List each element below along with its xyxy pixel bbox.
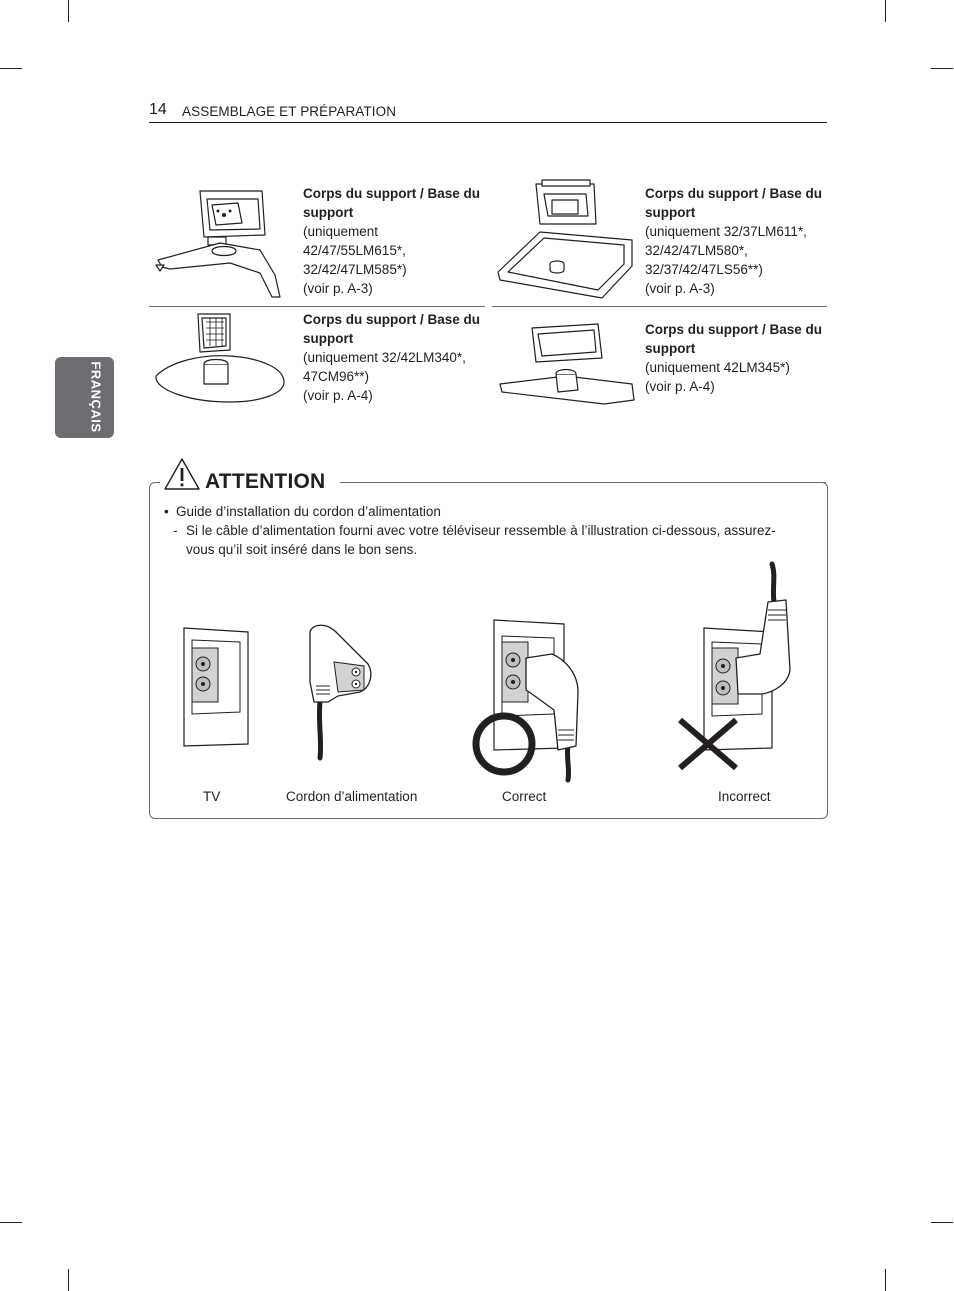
stand-illustration-2 [497, 179, 633, 299]
dash-marker: - [173, 523, 178, 538]
stand-models: (uniquement 32/42LM340*, [303, 350, 466, 365]
dash-text-line-2: vous qu’il soit inséré dans le bon sens. [186, 542, 418, 557]
crop-mark [68, 0, 69, 22]
dash-text-line-1: Si le câble d’alimentation fourni avec v… [186, 523, 776, 538]
page-number: 14 [149, 101, 167, 118]
crop-mark [931, 1222, 953, 1223]
stand-reference: (voir p. A-4) [645, 379, 715, 394]
stand-illustration-3 [155, 313, 285, 403]
stand-models: (uniquement 32/37LM611*, [645, 224, 807, 239]
stand-models: 32/37/42/47LS56**) [645, 262, 763, 277]
stand-description-3: Corps du support / Base du support (uniq… [303, 310, 483, 405]
tv-socket-illustration [183, 627, 249, 747]
language-tab: FRANÇAIS [55, 357, 114, 438]
crop-mark [885, 1269, 886, 1291]
stand-divider [492, 306, 827, 307]
language-label: FRANÇAIS [88, 361, 104, 433]
crop-mark [885, 0, 886, 22]
stand-description-2: Corps du support / Base du support (uniq… [645, 184, 825, 298]
stand-models: 32/42/47LM585*) [303, 262, 407, 277]
stand-divider [149, 306, 485, 307]
caption-power-cord: Cordon d’alimentation [286, 789, 418, 804]
warning-icon [164, 458, 200, 490]
caption-tv: TV [203, 789, 221, 804]
attention-title: ATTENTION [205, 470, 326, 493]
crop-mark [0, 1222, 22, 1223]
crop-mark [931, 68, 953, 69]
stand-description-1: Corps du support / Base du support (uniq… [303, 184, 483, 298]
stand-title: Corps du support / Base du support [645, 186, 823, 220]
crop-mark [68, 1269, 69, 1291]
stand-title: Corps du support / Base du support [645, 322, 823, 356]
stand-models: 32/42/47LM580*, [645, 243, 748, 258]
stand-reference: (voir p. A-3) [645, 281, 715, 296]
stand-models: (uniquement [303, 224, 379, 239]
stand-title: Corps du support / Base du support [303, 186, 481, 220]
caption-incorrect: Incorrect [718, 789, 771, 804]
bullet-dot: • [164, 504, 169, 519]
stand-illustration-4 [499, 323, 635, 405]
stand-models: 47CM96**) [303, 369, 370, 384]
power-cord-illustration [309, 624, 372, 761]
incorrect-illustration [678, 561, 791, 771]
crop-mark [0, 68, 22, 69]
bullet-text: Guide d’installation du cordon d’aliment… [176, 504, 441, 519]
stand-illustration-1 [155, 190, 281, 298]
correct-illustration [472, 619, 579, 783]
page-header: 14 ASSEMBLAGE ET PRÉPARATION [149, 100, 827, 123]
attention-rule [342, 482, 826, 483]
section-title: ASSEMBLAGE ET PRÉPARATION [182, 104, 397, 119]
stand-models: (uniquement 42LM345*) [645, 360, 790, 375]
stand-models: 42/47/55LM615*, [303, 243, 406, 258]
stand-description-4: Corps du support / Base du support (uniq… [645, 320, 825, 396]
stand-title: Corps du support / Base du support [303, 312, 481, 346]
stand-reference: (voir p. A-4) [303, 388, 373, 403]
caption-correct: Correct [502, 789, 547, 804]
stand-reference: (voir p. A-3) [303, 281, 373, 296]
